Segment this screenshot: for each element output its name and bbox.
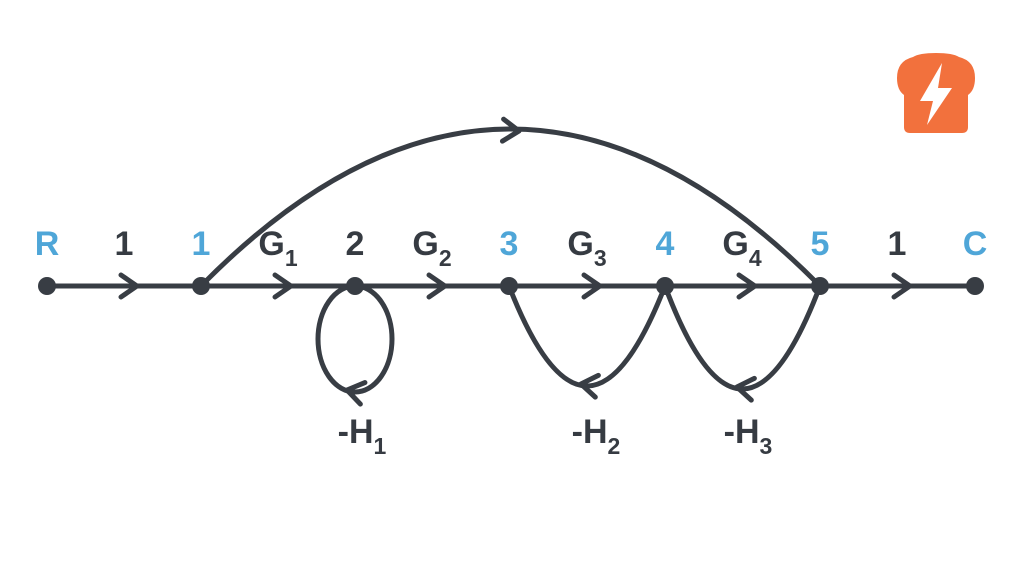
lightning-bolt-icon xyxy=(920,63,952,125)
arrow-self-loop-icon xyxy=(344,380,368,407)
arrow-4-to-5-icon xyxy=(736,272,758,300)
branch-gain-4-5: G4 xyxy=(722,225,761,271)
branch-gain-3-4: G3 xyxy=(567,225,606,271)
feedback-loop-4-to-3 xyxy=(506,285,668,389)
gain-main: G xyxy=(722,225,748,263)
loop-gain-H3: -H3 xyxy=(724,413,773,459)
gain-main: G xyxy=(412,225,438,263)
arrowheads xyxy=(118,116,913,407)
arrow-loop-4-to-3-icon xyxy=(578,372,601,400)
brand-logo xyxy=(897,53,975,133)
node-dots xyxy=(38,277,984,295)
node-dot-3 xyxy=(500,277,518,295)
branch-gain-2-3: G2 xyxy=(412,225,451,271)
gain-main: -H xyxy=(338,413,374,451)
branch-gain-1-2: G1 xyxy=(258,225,297,271)
gain-sub: 3 xyxy=(760,433,773,459)
node-dot-1 xyxy=(192,277,210,295)
gain-main: G xyxy=(258,225,284,263)
branch-gain-5-C: 1 xyxy=(888,225,907,263)
arrow-1-to-2-icon xyxy=(272,272,294,300)
node-dot-R xyxy=(38,277,56,295)
gain-sub: 1 xyxy=(374,433,387,459)
node-dot-5 xyxy=(811,277,829,295)
node-label-5: 5 xyxy=(811,225,830,263)
feedforward-arc-1-to-5 xyxy=(199,126,822,288)
node-dot-2 xyxy=(346,277,364,295)
gain-sub: 1 xyxy=(285,245,298,271)
arrow-feedforward-arc-icon xyxy=(499,116,522,144)
feedback-loop-5-to-4 xyxy=(662,285,823,392)
gain-main: G xyxy=(567,225,593,263)
gain-sub: 3 xyxy=(594,245,607,271)
node-label-2: 2 xyxy=(346,225,365,263)
loop-gain-H1: -H1 xyxy=(338,413,387,459)
node-label-4: 4 xyxy=(656,225,675,263)
node-label-C: C xyxy=(963,225,988,263)
branch-gain-R-1: 1 xyxy=(115,225,134,263)
arrow-R-to-1-icon xyxy=(118,272,140,300)
gain-main: -H xyxy=(724,413,760,451)
arrow-3-to-4-icon xyxy=(581,272,603,300)
node-label-R: R xyxy=(35,225,60,263)
node-dot-4 xyxy=(656,277,674,295)
gain-sub: 2 xyxy=(439,245,452,271)
gain-main: -H xyxy=(572,413,608,451)
self-loop-node-2 xyxy=(315,283,395,395)
node-dot-C xyxy=(966,277,984,295)
loop-gain-H2: -H2 xyxy=(572,413,621,459)
gain-sub: 4 xyxy=(749,245,762,271)
node-label-3: 3 xyxy=(500,225,519,263)
node-label-1: 1 xyxy=(192,225,211,263)
arrow-loop-5-to-4-icon xyxy=(734,375,757,403)
arrow-2-to-3-icon xyxy=(426,272,448,300)
arrow-5-to-C-icon xyxy=(891,272,913,300)
gain-sub: 2 xyxy=(608,433,621,459)
